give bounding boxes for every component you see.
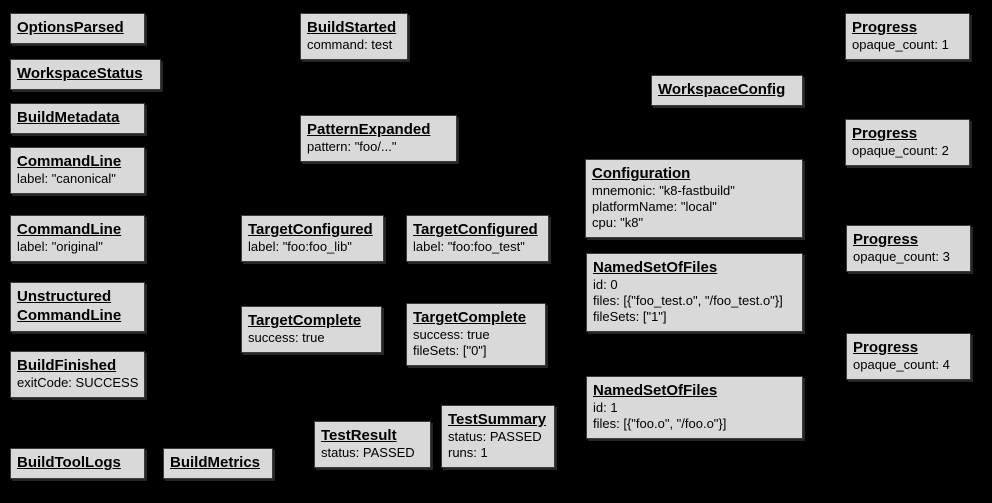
node-unstructured-command-line: Unstructured CommandLine: [10, 282, 145, 332]
node-title: Unstructured: [17, 288, 112, 305]
node-target-configured-foo-test: TargetConfigured label: "foo:foo_test": [406, 215, 549, 262]
node-attribute: exitCode: SUCCESS: [17, 375, 139, 390]
node-title: TestSummary: [448, 411, 547, 428]
node-attribute: status: PASSED: [448, 429, 542, 444]
node-progress-3: Progress opaque_count: 3: [846, 225, 971, 272]
node-title: Configuration: [592, 165, 691, 182]
node-title: OptionsParsed: [17, 19, 124, 36]
node-progress-4: Progress opaque_count: 4: [846, 333, 971, 380]
node-title: Progress: [853, 231, 919, 248]
node-workspace-config: WorkspaceConfig: [651, 75, 803, 106]
node-named-set-of-files-1: NamedSetOfFiles id: 1 files: [{"foo.o", …: [586, 376, 803, 439]
node-attribute: id: 1: [593, 400, 618, 415]
node-attribute: label: "foo:foo_lib": [248, 239, 352, 254]
node-build-finished: BuildFinished exitCode: SUCCESS: [10, 351, 145, 398]
node-configuration: Configuration mnemonic: "k8-fastbuild" p…: [585, 159, 803, 238]
node-target-complete-foo-test: TargetComplete success: true fileSets: […: [406, 303, 546, 366]
node-attribute: fileSets: ["1"]: [593, 309, 667, 324]
node-title: TestResult: [321, 427, 397, 444]
node-attribute: pattern: "foo/...": [307, 139, 397, 154]
node-attribute: label: "original": [17, 239, 103, 254]
node-named-set-of-files-0: NamedSetOfFiles id: 0 files: [{"foo_test…: [586, 253, 803, 332]
node-attribute: platformName: "local": [592, 199, 717, 214]
node-title: Progress: [853, 339, 919, 356]
node-title: TargetComplete: [413, 309, 527, 326]
node-attribute: files: [{"foo_test.o", "/foo_test.o"}]: [593, 293, 783, 308]
node-options-parsed: OptionsParsed: [10, 13, 145, 44]
node-title: PatternExpanded: [307, 121, 431, 138]
node-attribute: success: true: [413, 327, 490, 342]
node-progress-1: Progress opaque_count: 1: [845, 13, 970, 60]
node-title: NamedSetOfFiles: [593, 259, 718, 276]
node-target-complete-foo-lib: TargetComplete success: true: [241, 306, 382, 353]
node-title: BuildMetrics: [170, 454, 261, 471]
node-command-line-canonical: CommandLine label: "canonical": [10, 147, 145, 194]
node-build-metrics: BuildMetrics: [163, 448, 273, 479]
node-build-tool-logs: BuildToolLogs: [10, 448, 145, 479]
node-title: TargetConfigured: [413, 221, 538, 238]
node-build-started: BuildStarted command: test: [300, 13, 408, 60]
node-attribute: status: PASSED: [321, 445, 415, 460]
node-attribute: files: [{"foo.o", "/foo.o"}]: [593, 416, 727, 431]
node-title: TargetComplete: [248, 312, 362, 329]
node-attribute: success: true: [248, 330, 325, 345]
node-title: CommandLine: [17, 307, 122, 324]
node-title: Progress: [852, 125, 918, 142]
node-pattern-expanded: PatternExpanded pattern: "foo/...": [300, 115, 457, 162]
node-attribute: runs: 1: [448, 445, 488, 460]
node-title: BuildFinished: [17, 357, 117, 374]
node-command-line-original: CommandLine label: "original": [10, 215, 145, 262]
node-workspace-status: WorkspaceStatus: [10, 59, 161, 90]
node-attribute: opaque_count: 3: [853, 249, 950, 264]
node-title: BuildStarted: [307, 19, 397, 36]
node-title: BuildToolLogs: [17, 454, 121, 471]
node-attribute: command: test: [307, 37, 393, 52]
node-title: Progress: [852, 19, 918, 36]
node-attribute: label: "canonical": [17, 171, 116, 186]
node-attribute: opaque_count: 1: [852, 37, 949, 52]
node-attribute: fileSets: ["0"]: [413, 343, 487, 358]
node-test-summary: TestSummary status: PASSED runs: 1: [441, 405, 555, 468]
node-title: TargetConfigured: [248, 221, 373, 238]
node-title: CommandLine: [17, 153, 122, 170]
node-attribute: cpu: "k8": [592, 215, 644, 230]
node-test-result: TestResult status: PASSED: [314, 421, 431, 468]
node-attribute: mnemonic: "k8-fastbuild": [592, 183, 735, 198]
node-target-configured-foo-lib: TargetConfigured label: "foo:foo_lib": [241, 215, 384, 262]
node-build-metadata: BuildMetadata: [10, 103, 145, 134]
node-title: NamedSetOfFiles: [593, 382, 718, 399]
node-title: WorkspaceStatus: [17, 65, 143, 82]
node-attribute: id: 0: [593, 277, 618, 292]
node-title: CommandLine: [17, 221, 122, 238]
node-progress-2: Progress opaque_count: 2: [845, 119, 970, 166]
node-attribute: label: "foo:foo_test": [413, 239, 525, 254]
node-title: BuildMetadata: [17, 109, 120, 126]
node-title: WorkspaceConfig: [658, 81, 786, 98]
node-attribute: opaque_count: 4: [853, 357, 950, 372]
node-attribute: opaque_count: 2: [852, 143, 949, 158]
